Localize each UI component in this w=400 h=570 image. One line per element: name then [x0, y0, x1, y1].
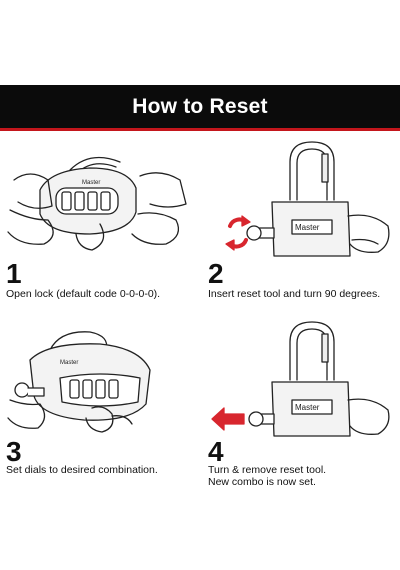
step-number: 2 — [208, 260, 224, 288]
step-1-illustration: Master — [0, 140, 200, 260]
page-title: How to Reset — [132, 95, 267, 119]
step-caption: Turn & remove reset tool. New combo is n… — [208, 464, 400, 488]
step-caption: Insert reset tool and turn 90 degrees. — [208, 288, 400, 300]
step-number: 1 — [6, 260, 22, 288]
step-1: Master 1 Open lock (default code 0-0-0-0… — [0, 140, 200, 350]
pull-arrow — [212, 408, 244, 430]
step-number: 3 — [6, 438, 22, 466]
brand-label: Master — [295, 403, 320, 412]
step-caption: Open lock (default code 0-0-0-0). — [6, 288, 198, 300]
title-banner: How to Reset — [0, 85, 400, 131]
step-2: Master 2 Insert reset tool and turn 90 d… — [202, 140, 400, 350]
reset-tool — [15, 383, 29, 397]
step-3: Master 3 Set dials to desired combinatio… — [0, 320, 200, 530]
step-3-illustration: Master — [0, 320, 200, 438]
left-hand — [8, 400, 45, 428]
right-hand — [140, 173, 186, 207]
step-4: Master 4 Turn & remove reset tool. New c… — [202, 320, 400, 530]
step-4-illustration: Master — [202, 320, 400, 438]
step-caption: Set dials to desired combination. — [6, 464, 198, 476]
right-hand — [348, 215, 389, 252]
step-2-illustration: Master — [202, 140, 400, 260]
step-caption-line-1: Turn & remove reset tool. — [208, 464, 326, 476]
brand-label: Master — [60, 360, 78, 366]
right-hand — [348, 399, 389, 434]
brand-label: Master — [295, 223, 320, 232]
step-caption-line-2: New combo is now set. — [208, 476, 316, 488]
brand-label: Master — [82, 180, 100, 186]
step-number: 4 — [208, 438, 224, 466]
